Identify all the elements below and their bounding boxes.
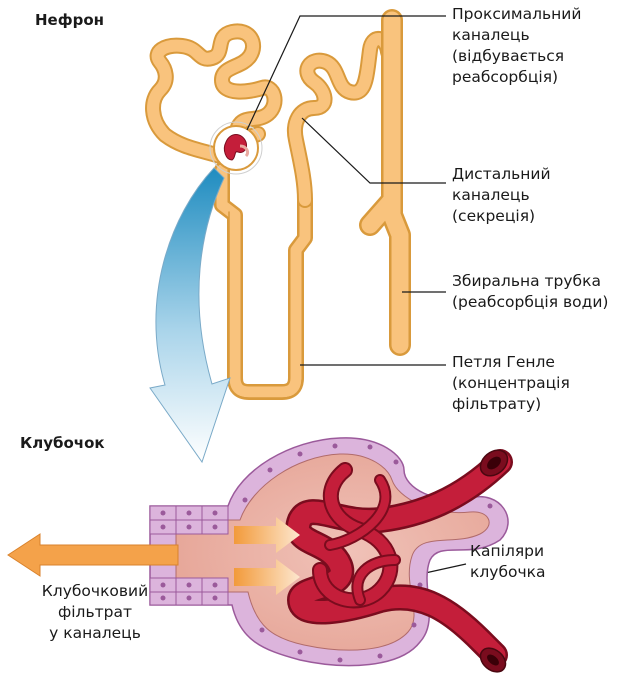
mini-glomerulus [210, 122, 262, 174]
distal-leader [302, 118, 446, 183]
zoom-arrow [150, 168, 230, 462]
title-nephron: Нефрон [35, 11, 104, 29]
label-proximal-tubule: Проксимальний каналець (відбувається реа… [452, 4, 581, 88]
label-distal-tubule: Дистальний каналець (секреція) [452, 164, 551, 227]
label-loop-of-henle: Петля Генле (концентрація фільтрату) [452, 352, 570, 415]
label-capillaries: Капіляри клубочка [470, 541, 546, 583]
title-glomerulus: Клубочок [20, 434, 105, 452]
label-collecting-duct: Збиральна трубка (реабсорбція води) [452, 271, 608, 313]
label-filtrate: Клубочковий фільтрат у каналець [10, 581, 180, 644]
